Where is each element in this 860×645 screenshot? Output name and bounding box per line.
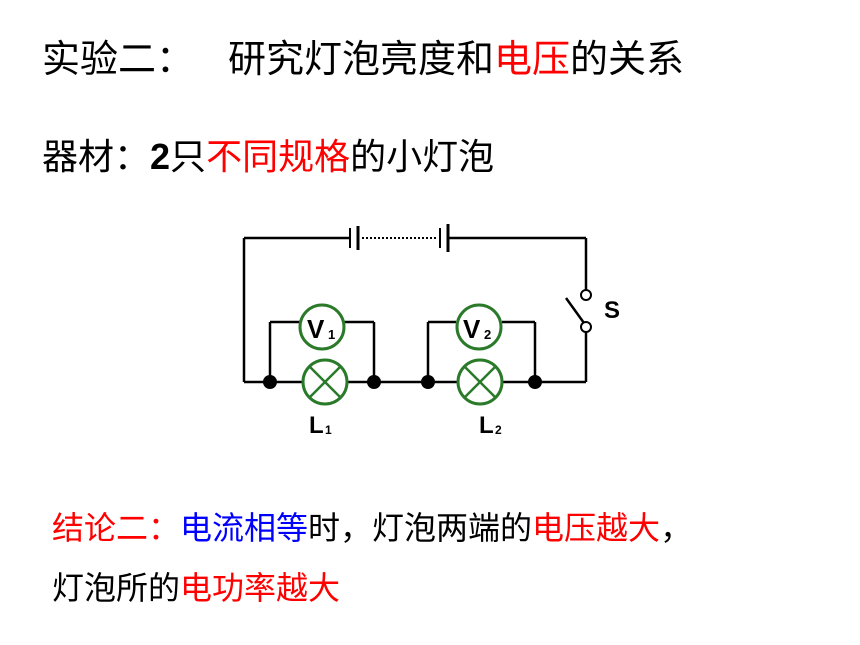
- lamp-1: [301, 358, 349, 406]
- conclusion-result-1: 电压越大: [532, 509, 661, 547]
- junction-dots: [263, 375, 542, 389]
- voltmeter-1: V 1: [298, 303, 346, 351]
- equipment-label: 器材：: [42, 137, 151, 178]
- conclusion-label: 结论二：: [52, 509, 181, 547]
- voltmeter-1-letter: V: [307, 314, 325, 344]
- voltmeter-2: V 2: [455, 303, 503, 351]
- lamp-2: [456, 358, 504, 406]
- title-text-after: 的关系: [570, 37, 685, 81]
- conclusion-result-2: 电功率越大: [180, 569, 341, 607]
- equipment-count: 2: [150, 136, 171, 177]
- circuit-wires: [242, 236, 588, 384]
- lamp-1-subscript: 1: [325, 423, 332, 437]
- switch-label: S: [604, 297, 620, 324]
- switch-symbol: [564, 289, 592, 333]
- equipment-text-after: 的小灯泡: [350, 137, 495, 178]
- title-text-before: 研究灯泡亮度和: [228, 37, 495, 81]
- battery-symbol: [349, 224, 450, 252]
- voltmeter-1-subscript: 1: [328, 327, 335, 342]
- title-highlight: 电压: [494, 37, 571, 81]
- conclusion-line-1: 结论二：电流相等时，灯泡两端的电压越大，: [52, 503, 692, 549]
- equipment-highlight: 不同规格: [206, 137, 351, 178]
- voltmeter-2-subscript: 2: [484, 327, 491, 342]
- voltmeter-2-letter: V: [463, 314, 481, 344]
- lamp-2-subscript: 2: [495, 423, 502, 437]
- lamp-1-letter: L: [309, 412, 324, 439]
- title-prefix: 实验二：: [42, 37, 195, 81]
- equipment-line: 器材：2只不同规格的小灯泡: [42, 128, 494, 180]
- conclusion-text-1: 时，灯泡两端的: [308, 509, 533, 547]
- lamp-2-letter: L: [479, 412, 494, 439]
- conclusion-condition: 电流相等: [180, 509, 309, 547]
- page-title: 实验二： 研究灯泡亮度和电压的关系: [42, 28, 684, 83]
- conclusion-line-2: 灯泡所的电功率越大: [52, 563, 340, 609]
- conclusion-comma: ，: [660, 509, 693, 547]
- conclusion-line2-text: 灯泡所的: [52, 569, 181, 607]
- equipment-unit: 只: [170, 137, 207, 178]
